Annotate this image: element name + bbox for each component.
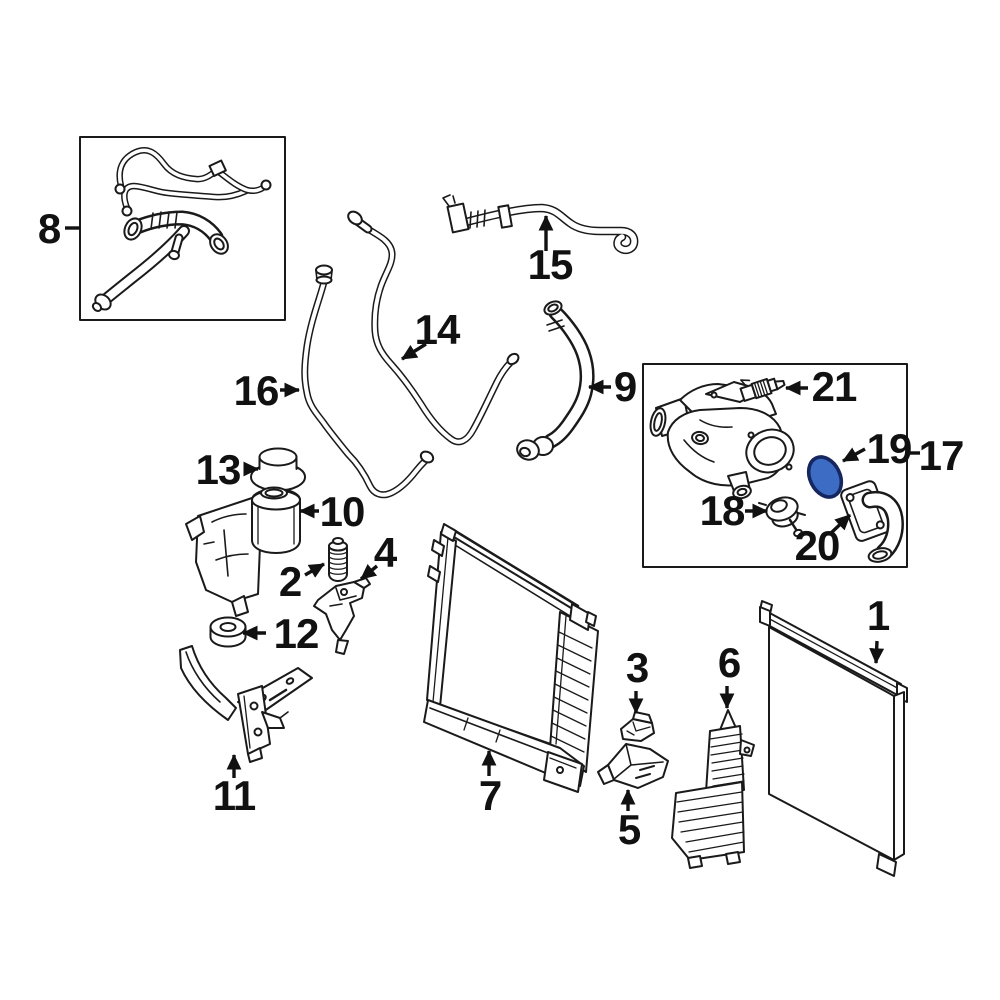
callout-14: 14 <box>414 306 461 353</box>
part-16-hose <box>305 264 435 495</box>
callout-8: 8 <box>37 205 61 252</box>
part-9-hose <box>516 300 587 461</box>
part-19-seal-highlighted <box>806 455 844 499</box>
part-8-hose-lower <box>91 212 229 312</box>
part-4-bracket <box>313 577 371 655</box>
arrow-2 <box>304 562 325 578</box>
group-box-8 <box>79 136 286 321</box>
part-17-thermostat-housing <box>649 381 795 500</box>
callout-15: 15 <box>527 241 574 288</box>
group-box-17 <box>642 363 908 568</box>
callout-1: 1 <box>866 592 890 639</box>
callout-3: 3 <box>625 644 649 691</box>
arrow-19 <box>842 447 866 463</box>
part-11-bracket <box>179 645 313 763</box>
callout-12: 12 <box>273 610 320 657</box>
part-21-sensor <box>739 377 786 402</box>
callout-5: 5 <box>617 806 641 853</box>
part-5-bracket <box>597 743 669 789</box>
part-13-reservoir-cap <box>250 447 306 492</box>
callout-9: 9 <box>613 363 637 410</box>
part-10-reservoir <box>185 486 301 617</box>
part-20-water-outlet <box>840 480 896 563</box>
part-7-radiator <box>423 523 599 793</box>
part-1-condenser <box>759 600 908 877</box>
callout-11: 11 <box>212 772 256 819</box>
callout-17: 17 <box>918 432 965 479</box>
callout-20: 20 <box>794 522 841 569</box>
part-18-thermostat <box>758 496 806 538</box>
part-2-rubber-buffer <box>328 537 348 582</box>
arrow-14 <box>401 342 427 361</box>
callout-19: 19 <box>866 425 913 472</box>
arrow-1 <box>869 640 885 665</box>
seal-ellipse <box>806 455 844 499</box>
callout-leaders <box>65 214 920 811</box>
arrow-4 <box>359 563 379 581</box>
callout-18: 18 <box>699 487 746 534</box>
callout-6: 6 <box>717 639 741 686</box>
callout-7: 7 <box>478 772 502 819</box>
arrow-20 <box>829 513 852 535</box>
callout-2: 2 <box>278 558 302 605</box>
callout-4: 4 <box>373 529 397 576</box>
part-15-hose <box>442 194 634 250</box>
part-12-grommet <box>209 616 247 648</box>
part-14-hose <box>347 210 520 442</box>
part-3-clamp <box>620 711 655 742</box>
callout-13: 13 <box>195 446 242 493</box>
callout-16: 16 <box>233 367 280 414</box>
part-8-hose-assembly-upper <box>114 150 272 217</box>
part-6-shield <box>671 709 755 869</box>
callout-10: 10 <box>319 488 366 535</box>
callout-21: 21 <box>811 363 858 410</box>
